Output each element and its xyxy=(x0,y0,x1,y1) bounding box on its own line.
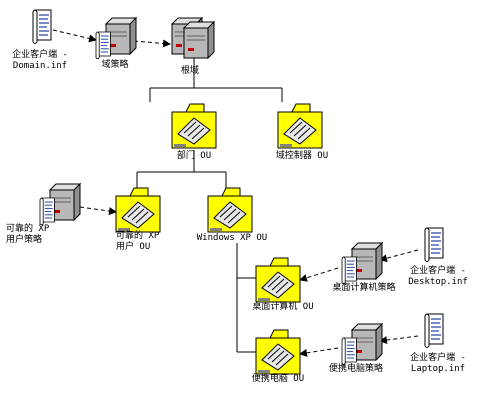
laptop-policy-label: 便携电脑策略 xyxy=(328,364,383,374)
desktop-ou-label: 桌面计算机 OU xyxy=(252,302,314,312)
dept-ou-folder-icon xyxy=(171,103,217,149)
tree-lines xyxy=(136,56,283,353)
domain-inf-label-line2: Domain.inf xyxy=(12,61,68,71)
desktop-policy-icon xyxy=(342,243,382,284)
laptop-ou-folder-icon xyxy=(255,329,301,375)
desktop-inf-label-line1: 企业客户端 - xyxy=(410,266,466,276)
laptop-ou-label: 便携电脑 OU xyxy=(251,374,305,384)
link-policy-to-domain xyxy=(133,39,171,48)
laptop-inf-label-line2: Laptop.inf xyxy=(410,364,466,374)
winxp-ou-folder-icon xyxy=(207,187,253,233)
link-desktop-policy-to-ou xyxy=(299,267,339,282)
policy-links xyxy=(52,29,419,357)
domain-server-icon xyxy=(171,17,215,59)
user-policy-label-line1: 可靠的 XP xyxy=(6,224,50,234)
link-domain-inf-to-policy xyxy=(52,29,97,43)
user-policy-label-line2: 用户策略 xyxy=(6,235,43,245)
desktop-inf-doc-icon xyxy=(424,227,444,263)
link-user-policy-to-ou xyxy=(79,206,117,215)
reliable-ou-label-line2: 用户 OU xyxy=(116,242,151,252)
winxp-ou-label: Windows XP OU xyxy=(196,233,268,243)
user-policy-icon xyxy=(40,184,80,225)
domain-inf-label-line1: 企业客户端 - xyxy=(12,50,68,60)
desktop-policy-label: 桌面计算机策略 xyxy=(332,283,396,293)
link-laptop-inf-to-policy xyxy=(379,335,419,345)
dept-ou-label: 部门 OU xyxy=(176,151,212,161)
laptop-inf-label: 企业客户端 - Laptop.inf xyxy=(402,353,474,375)
dc-ou-folder-icon xyxy=(277,103,323,149)
domain-label: 根域 xyxy=(180,66,199,76)
reliable-ou-folder-icon xyxy=(115,187,161,233)
laptop-policy-icon xyxy=(342,324,382,365)
link-laptop-policy-to-ou xyxy=(299,347,339,357)
reliable-ou-label-line1: 可靠的 XP xyxy=(116,231,160,241)
user-policy-label: 可靠的 XP 用户策略 xyxy=(6,224,76,246)
reliable-ou-label: 可靠的 XP 用户 OU xyxy=(116,231,186,253)
laptop-inf-doc-icon xyxy=(424,313,444,349)
desktop-ou-folder-icon xyxy=(255,257,301,303)
laptop-inf-label-line1: 企业客户端 - xyxy=(410,353,466,363)
domain-inf-doc-icon xyxy=(32,9,52,45)
domain-policy-label: 域策略 xyxy=(101,60,129,70)
domain-policy-icon xyxy=(96,18,136,59)
dc-ou-label: 域控制器 OU xyxy=(275,151,329,161)
domain-inf-label: 企业客户端 - Domain.inf xyxy=(2,50,78,72)
link-desktop-inf-to-policy xyxy=(379,249,419,263)
desktop-inf-label-line2: Desktop.inf xyxy=(408,277,468,287)
desktop-inf-label: 企业客户端 - Desktop.inf xyxy=(402,266,474,288)
